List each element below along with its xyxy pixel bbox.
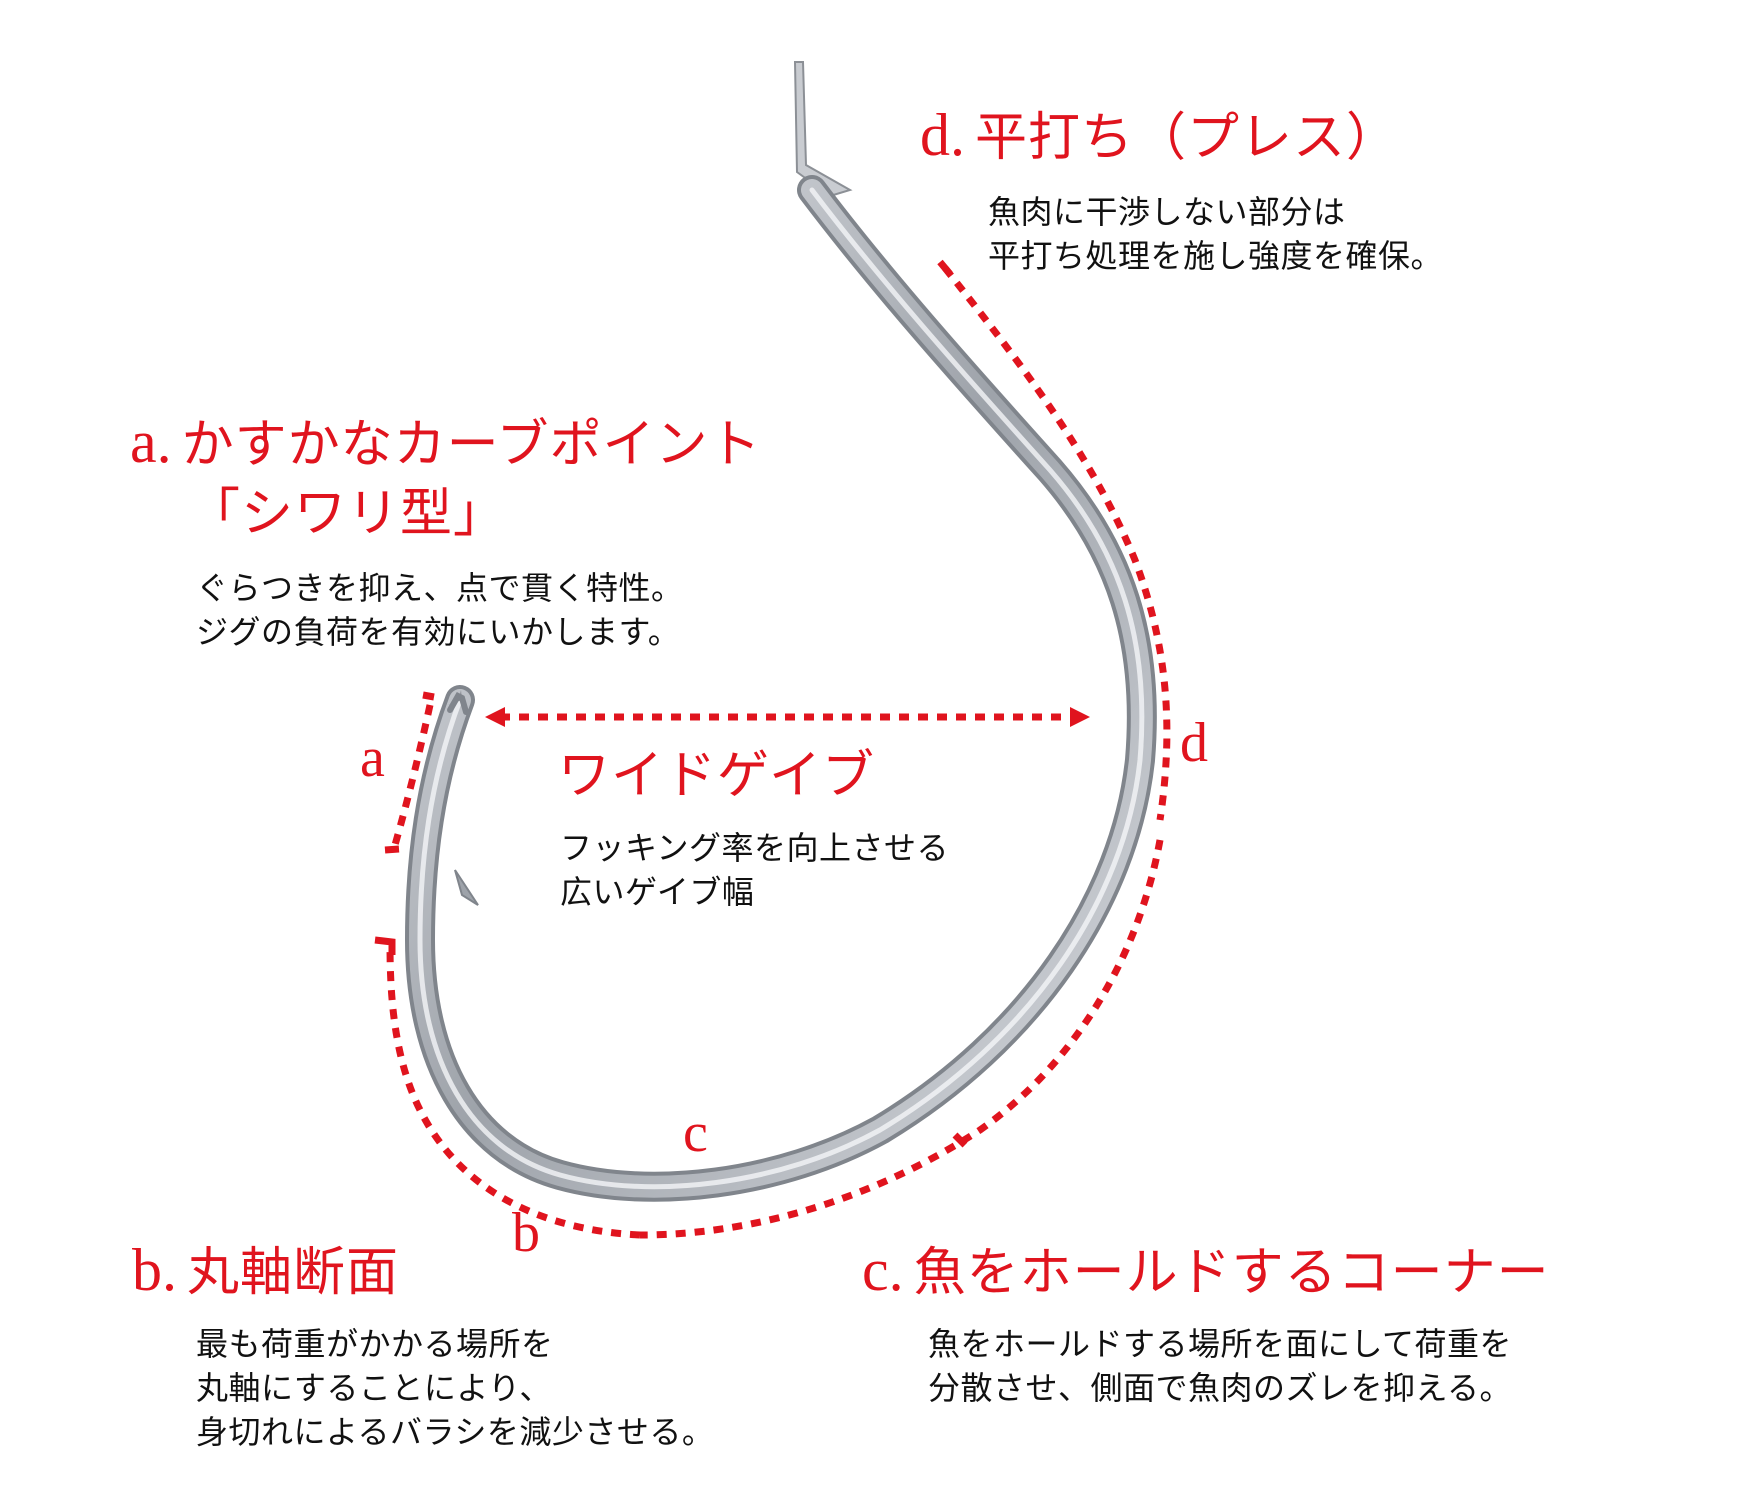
section-c-description: 魚をホールドする場所を面にして荷重を 分散させ、側面で魚肉のズレを抑える。 (928, 1322, 1512, 1410)
section-a-desc-line: ぐらつきを抑え、点で貫く特性。 (196, 569, 684, 607)
section-a-heading: a.かすかなカーブポイント (130, 412, 762, 472)
section-b-desc-line: 最も荷重がかかる場所を (196, 1325, 554, 1363)
section-b-desc-line: 丸軸にすることにより、 (196, 1369, 552, 1407)
arrowhead-right (1070, 707, 1090, 727)
wide-gap-arrowheads (485, 707, 1090, 727)
section-a-subtitle-wrap: 「シワリ型」 (188, 488, 506, 540)
section-c-desc-line: 分散させ、側面で魚肉のズレを抑える。 (928, 1369, 1513, 1407)
section-a-title: かすかなカーブポイント (181, 415, 762, 475)
wide-gap-desc-line: 広いゲイブ幅 (560, 873, 755, 911)
section-b-title: 丸軸断面 (187, 1243, 400, 1303)
section-d-description: 魚肉に干渉しない部分は 平打ち処理を施し強度を確保。 (988, 190, 1443, 278)
guide-c (639, 839, 1164, 1239)
section-b-desc-line: 身切れによるバラシを減少させる。 (196, 1413, 715, 1451)
section-d-key: d. (920, 102, 965, 168)
marker-b: b (512, 1202, 540, 1264)
section-c-heading: c.魚をホールドするコーナー (862, 1240, 1550, 1300)
marker-a: a (360, 727, 385, 789)
hook-shape (404, 61, 1157, 1202)
wide-gap-heading: ワイドゲイブ (558, 750, 875, 802)
wide-gap-desc-line: フッキング率を向上させる (560, 829, 950, 867)
section-b-heading: b.丸軸断面 (132, 1240, 399, 1300)
guide-ticks (374, 259, 968, 1148)
section-a-key: a. (130, 409, 172, 475)
section-b-key: b. (132, 1237, 177, 1303)
section-d-title: 平打ち（プレス） (975, 108, 1400, 168)
dotted-guides (386, 265, 1171, 1239)
section-c-desc-line: 魚をホールドする場所を面にして荷重を (928, 1325, 1513, 1363)
section-c-title: 魚をホールドするコーナー (913, 1243, 1550, 1303)
section-c-key: c. (862, 1237, 904, 1303)
arrowhead-left (485, 707, 505, 727)
wide-gap-description: フッキング率を向上させる 広いゲイブ幅 (560, 826, 949, 914)
section-a-description: ぐらつきを抑え、点で貫く特性。 ジグの負荷を有効にいかします。 (196, 566, 684, 654)
section-b-description: 最も荷重がかかる場所を 丸軸にすることにより、 身切れによるバラシを減少させる。 (196, 1322, 714, 1454)
marker-c: c (683, 1102, 708, 1164)
section-d-heading: d.平打ち（プレス） (920, 105, 1399, 165)
guide-a (391, 704, 434, 846)
guide-d (942, 265, 1171, 821)
marker-d: d (1180, 712, 1208, 774)
section-a-subtitle: 「シワリ型」 (188, 484, 507, 544)
guide-b (386, 944, 641, 1239)
section-d-desc-line: 魚肉に干渉しない部分は (988, 193, 1346, 231)
wide-gap-title: ワイドゲイブ (558, 746, 875, 806)
section-a-desc-line: ジグの負荷を有効にいかします。 (196, 613, 681, 651)
section-d-desc-line: 平打ち処理を施し強度を確保。 (988, 237, 1444, 275)
